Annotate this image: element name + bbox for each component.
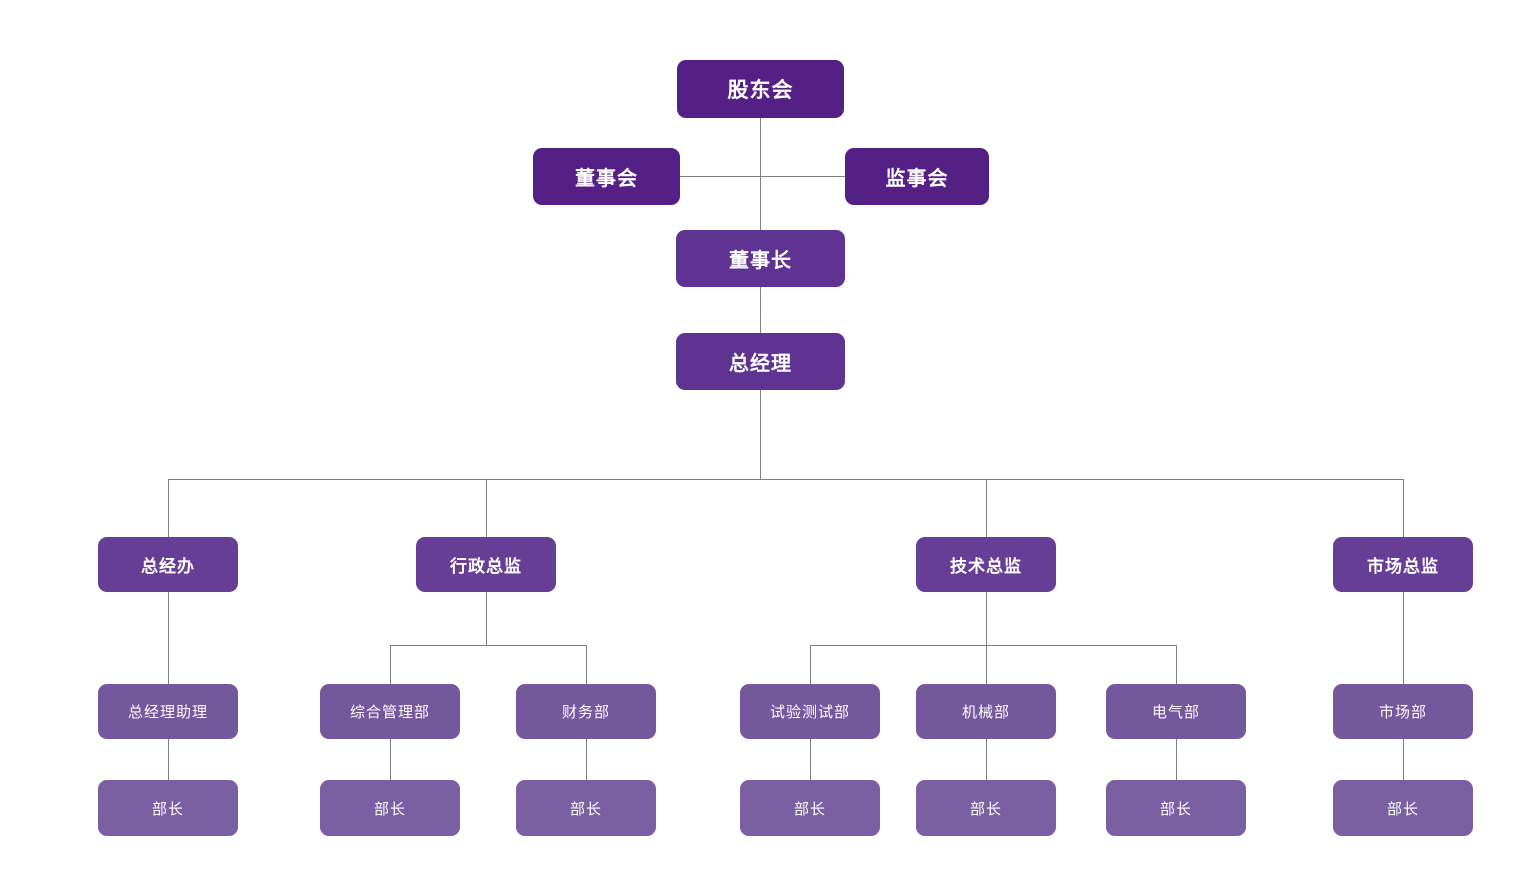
connector-line (390, 645, 586, 646)
connector-line (390, 645, 391, 684)
node-board-of-directors: 董事会 (533, 148, 680, 205)
node-minister: 部长 (320, 780, 460, 836)
connector-line (1403, 739, 1404, 780)
connector-line (168, 592, 169, 684)
connector-line (810, 645, 1176, 646)
node-minister: 部长 (740, 780, 880, 836)
node-minister: 部长 (916, 780, 1056, 836)
node-market-director: 市场总监 (1333, 537, 1473, 592)
connector-line (486, 592, 487, 645)
node-gm-assistant: 总经理助理 (98, 684, 238, 739)
connector-line (1176, 645, 1177, 684)
connector-line (680, 176, 845, 177)
connector-line (586, 739, 587, 780)
connector-line (986, 645, 987, 684)
node-minister: 部长 (516, 780, 656, 836)
connector-line (390, 739, 391, 780)
node-minister: 部长 (1106, 780, 1246, 836)
connector-line (760, 118, 761, 230)
node-general-mgmt-dept: 综合管理部 (320, 684, 460, 739)
connector-line (486, 479, 487, 537)
connector-line (810, 739, 811, 780)
connector-line (760, 390, 761, 479)
node-electrical-dept: 电气部 (1106, 684, 1246, 739)
node-gm-office: 总经办 (98, 537, 238, 592)
node-minister: 部长 (1333, 780, 1473, 836)
node-admin-director: 行政总监 (416, 537, 556, 592)
connector-line (1403, 479, 1404, 537)
node-finance-dept: 财务部 (516, 684, 656, 739)
connector-line (168, 479, 169, 537)
node-tech-director: 技术总监 (916, 537, 1056, 592)
node-minister: 部长 (98, 780, 238, 836)
node-shareholders-meeting: 股东会 (677, 60, 844, 118)
connector-line (760, 287, 761, 333)
connector-line (586, 645, 587, 684)
connector-line (1403, 592, 1404, 684)
node-general-manager: 总经理 (676, 333, 845, 390)
connector-line (810, 645, 811, 684)
node-mechanical-dept: 机械部 (916, 684, 1056, 739)
connector-line (986, 739, 987, 780)
connector-line (986, 592, 987, 645)
node-chairman: 董事长 (676, 230, 845, 287)
connector-line (168, 479, 1403, 480)
connector-line (1176, 739, 1177, 780)
node-market-dept: 市场部 (1333, 684, 1473, 739)
node-supervisory-board: 监事会 (845, 148, 989, 205)
node-test-dept: 试验测试部 (740, 684, 880, 739)
connector-line (986, 479, 987, 537)
connector-line (168, 739, 169, 780)
